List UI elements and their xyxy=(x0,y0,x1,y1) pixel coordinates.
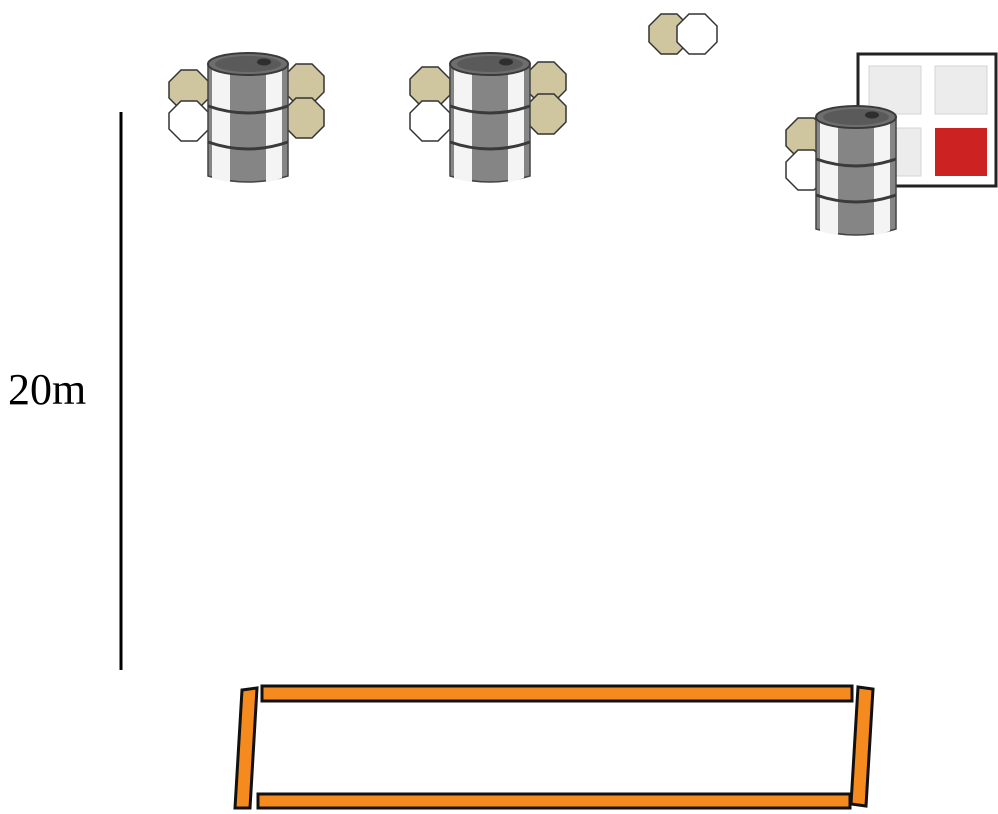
cover-group-4 xyxy=(785,104,898,237)
octagon-cover-icon xyxy=(676,13,718,55)
cover-group-3 xyxy=(648,13,718,55)
cover-group-2 xyxy=(409,51,567,184)
oil-drum-icon xyxy=(206,51,290,184)
cover-group-1 xyxy=(168,51,325,184)
oil-drum-icon xyxy=(448,51,532,184)
barricade-icon xyxy=(233,684,875,810)
building-window-icon xyxy=(856,52,998,188)
oil-drum-icon xyxy=(814,104,898,237)
octagon-cover-icon xyxy=(283,97,325,139)
scale-label: 20m xyxy=(8,365,87,414)
octagon-cover-icon xyxy=(525,93,567,135)
octagon-cover-icon xyxy=(409,100,451,142)
octagon-cover-icon xyxy=(168,100,210,142)
